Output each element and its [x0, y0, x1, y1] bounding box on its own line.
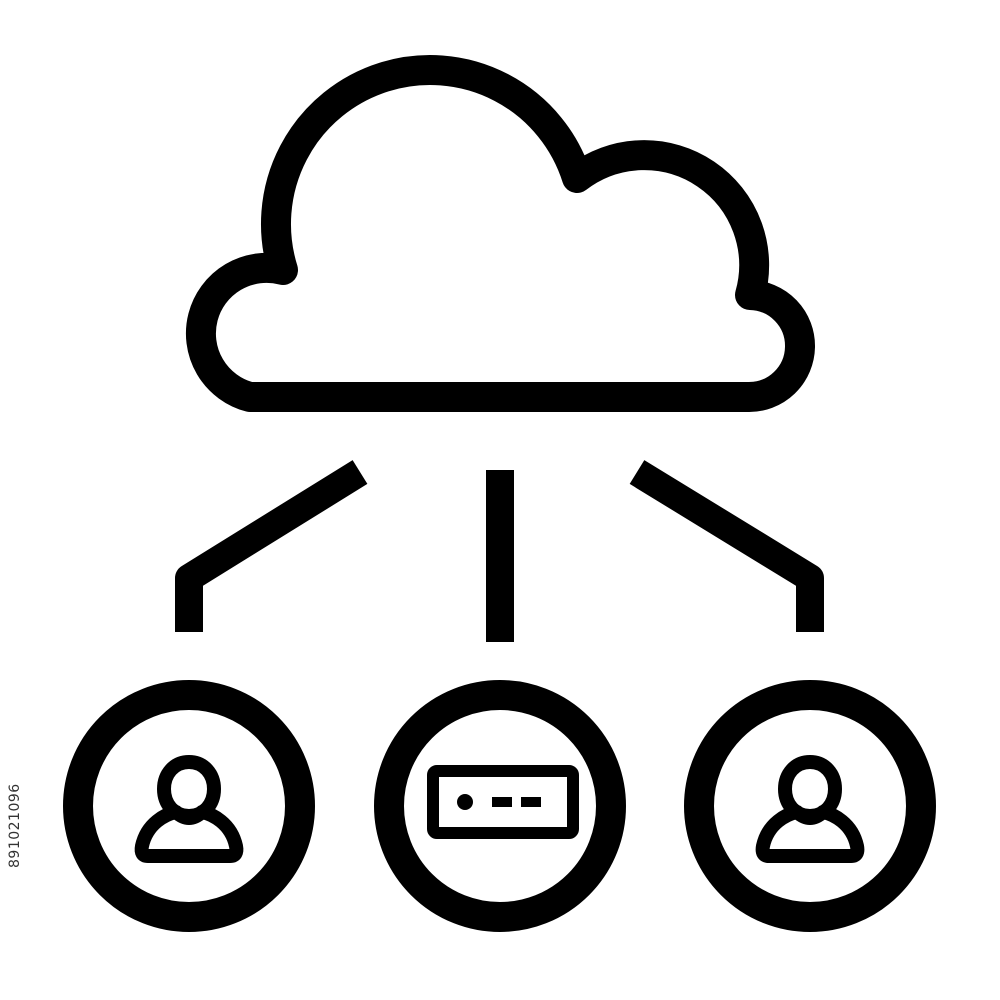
- user-node-left: [63, 680, 315, 932]
- person-icon: [134, 755, 244, 863]
- server-led: [457, 794, 473, 810]
- user-node-right: [684, 680, 936, 932]
- person-icon: [755, 755, 865, 863]
- connector-left: [175, 460, 368, 632]
- watermark-id-text: 891021096: [7, 783, 23, 868]
- server-slot-1: [492, 797, 512, 807]
- server-slot-2: [521, 797, 541, 807]
- node-circle-center: [374, 680, 626, 932]
- node-circle-right: [684, 680, 936, 932]
- server-icon: [427, 765, 579, 839]
- node-circle-left: [63, 680, 315, 932]
- server-node-center: [374, 680, 626, 932]
- cloud-icon: [185, 54, 815, 413]
- connector-right: [629, 460, 824, 632]
